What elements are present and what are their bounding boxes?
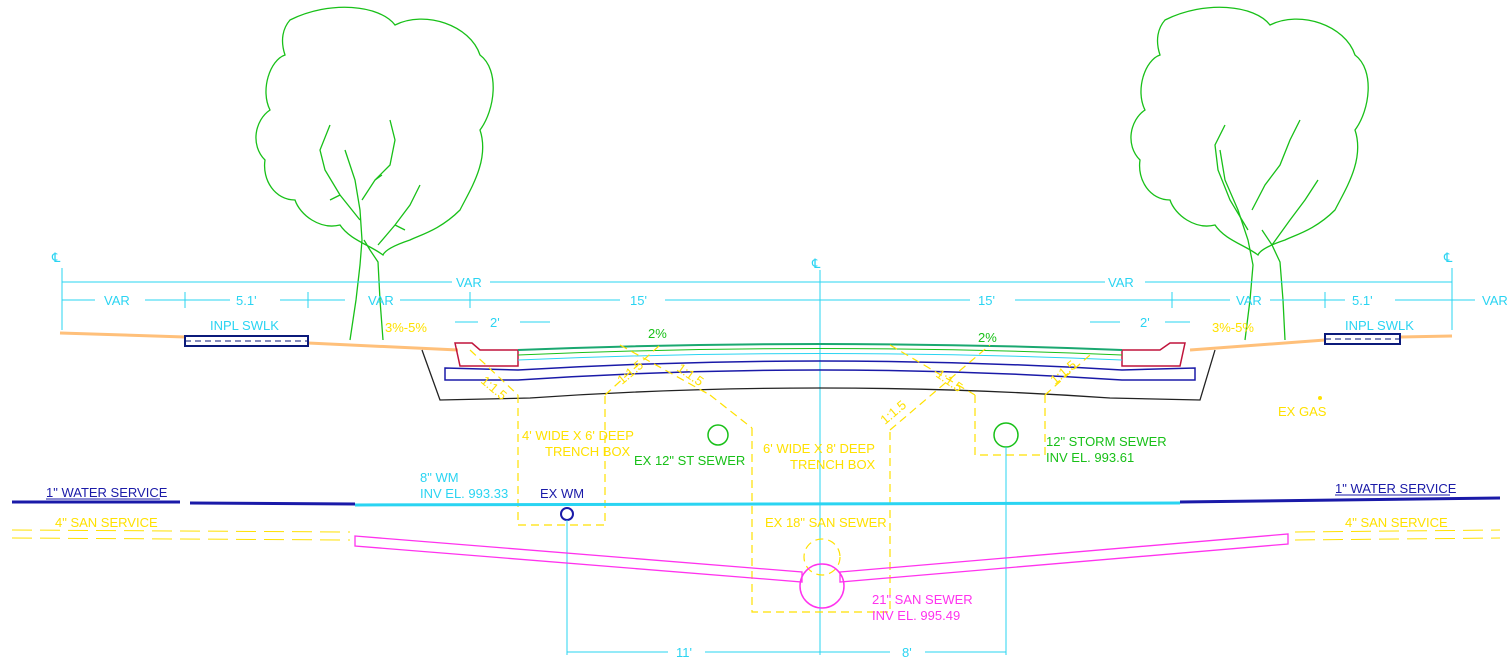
san-sewer-label-2: INV EL. 995.49 [872,608,960,623]
property-line-icon: ℄ [51,250,61,265]
slope-ratio-storm: 1:1.5 [1047,357,1079,387]
san-service-right: 4" SAN SERVICE [1345,515,1448,530]
tree-right-icon [1130,6,1369,341]
slope-ratio-center-left: 1:1.5 [614,357,646,387]
water-main [12,496,1501,507]
trench-center-line-2: TRENCH BOX [790,457,876,472]
slope-left: 3%-5% [385,320,427,335]
slope-right: 3%-5% [1212,320,1254,335]
ground-left [59,331,459,352]
property-line-right: ℄ [1443,250,1453,330]
san-services [11,529,1501,541]
trench-box-center [751,428,891,613]
dim-row3-right-2: 2' [1140,315,1150,330]
cross-slope-left: 2% [648,326,667,341]
cross-slope-right: 2% [978,330,997,345]
centerline-icon: ℄ [811,256,821,271]
san-sewer-line [354,533,1289,583]
ground-right [1189,333,1453,352]
dim-right-var: VAR [1108,275,1134,290]
dim-row2-left-var2: VAR [368,293,394,308]
dim-row3-left-2: 2' [490,315,500,330]
water-service-left: 1" WATER SERVICE [46,485,168,500]
dimension-row-2 [62,292,1475,308]
slope-ratio-right: 1:1.5 [877,397,909,427]
dim-row2-right-var2: VAR [1236,293,1262,308]
pavement-section [421,342,1216,401]
dim-row2-right-var: VAR [1482,293,1508,308]
ex-gas-label: EX GAS [1278,404,1327,419]
property-line-left: ℄ [51,250,63,330]
ex-san-sewer-label: EX 18" SAN SEWER [765,515,887,530]
san-service-left: 4" SAN SERVICE [55,515,158,530]
water-service-right: 1" WATER SERVICE [1335,481,1457,496]
san-sewer-pipe [799,563,845,609]
wm-label-2: INV EL. 993.33 [420,486,508,501]
wm-label-1: 8" WM [420,470,459,485]
inpl-swlk-left: INPL SWLK [210,318,279,333]
trench-box-storm [974,395,1046,456]
trench-slopes [469,344,1091,431]
dim-row2-right-swlk: 5.1' [1352,293,1373,308]
trench-box-left [517,395,606,526]
ex-san-sewer-pipe [803,538,841,576]
inpl-swlk-right: INPL SWLK [1345,318,1414,333]
storm-sewer-label-1: 12" STORM SEWER [1046,434,1167,449]
dim-bottom-8: 8' [902,645,912,660]
ex-st-sewer-pipe [707,424,729,446]
dim-bottom-11: 11' [676,645,692,660]
dim-row2-left-swlk: 5.1' [236,293,257,308]
storm-sewer-label-2: INV EL. 993.61 [1046,450,1134,465]
trench-center-line-1: 6' WIDE X 8' DEEP [763,441,875,456]
ex-wm-label: EX WM [540,486,584,501]
ex-st-sewer-label: EX 12" ST SEWER [634,453,745,468]
storm-sewer-pipe [993,422,1019,448]
trench-left-line-1: 4' WIDE X 6' DEEP [522,428,634,443]
trench-left-line-2: TRENCH BOX [545,444,631,459]
dim-row2-left-var: VAR [104,293,130,308]
dim-left-var: VAR [456,275,482,290]
ex-gas-icon [1318,396,1322,400]
property-line-icon: ℄ [1443,250,1453,265]
tree-left-icon [255,6,494,341]
san-sewer-label-1: 21" SAN SEWER [872,592,973,607]
dim-row2-left-15: 15' [630,293,647,308]
dim-row2-right-15: 15' [978,293,995,308]
centerline: ℄ [811,256,821,655]
ex-wm-pipe [560,507,574,521]
